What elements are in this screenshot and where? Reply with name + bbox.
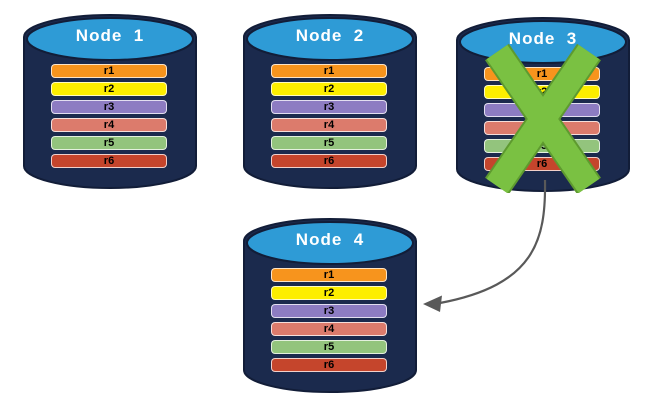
replica-bar-r1: r1 (271, 64, 387, 78)
replica-list: r1 r2 r3 r4 r5 r6 (271, 64, 387, 172)
node-1: Node 1 r1 r2 r3 r4 r5 r6 (20, 6, 200, 190)
replica-bar-r2: r2 (271, 82, 387, 96)
node-label: Node 2 (295, 26, 365, 45)
cylinder-top (26, 17, 194, 61)
replica-bar-r5: r5 (51, 136, 167, 150)
failover-arrowhead-icon (423, 295, 442, 312)
node-2: Node 2 r1 r2 r3 r4 r5 r6 (240, 6, 420, 190)
replica-bar-r5: r5 (271, 136, 387, 150)
replica-bar-r4: r4 (271, 118, 387, 132)
node-4: Node 4 r1 r2 r3 r4 r5 r6 (240, 210, 420, 394)
failure-cross-icon (485, 43, 601, 193)
replica-list: r1 r2 r3 r4 r5 r6 (271, 268, 387, 376)
replica-bar-r3: r3 (51, 100, 167, 114)
replica-list: r1 r2 r3 r4 r5 r6 (51, 64, 167, 172)
replica-bar-r3: r3 (271, 100, 387, 114)
node-label: Node 4 (295, 230, 365, 249)
replica-bar-r2: r2 (271, 286, 387, 300)
replica-bar-r1: r1 (271, 268, 387, 282)
replica-bar-r3: r3 (271, 304, 387, 318)
replica-bar-r5: r5 (271, 340, 387, 354)
replica-bar-r6: r6 (51, 154, 167, 168)
replica-bar-r6: r6 (271, 358, 387, 372)
failover-arrow-curve (439, 179, 547, 305)
replica-bar-r4: r4 (51, 118, 167, 132)
replica-bar-r4: r4 (271, 322, 387, 336)
node-label: Node 3 (508, 29, 578, 48)
cylinder-top (246, 221, 414, 265)
replica-bar-r2: r2 (51, 82, 167, 96)
replica-bar-r1: r1 (51, 64, 167, 78)
node-label: Node 1 (75, 26, 145, 45)
replica-bar-r6: r6 (271, 154, 387, 168)
cylinder-top (246, 17, 414, 61)
